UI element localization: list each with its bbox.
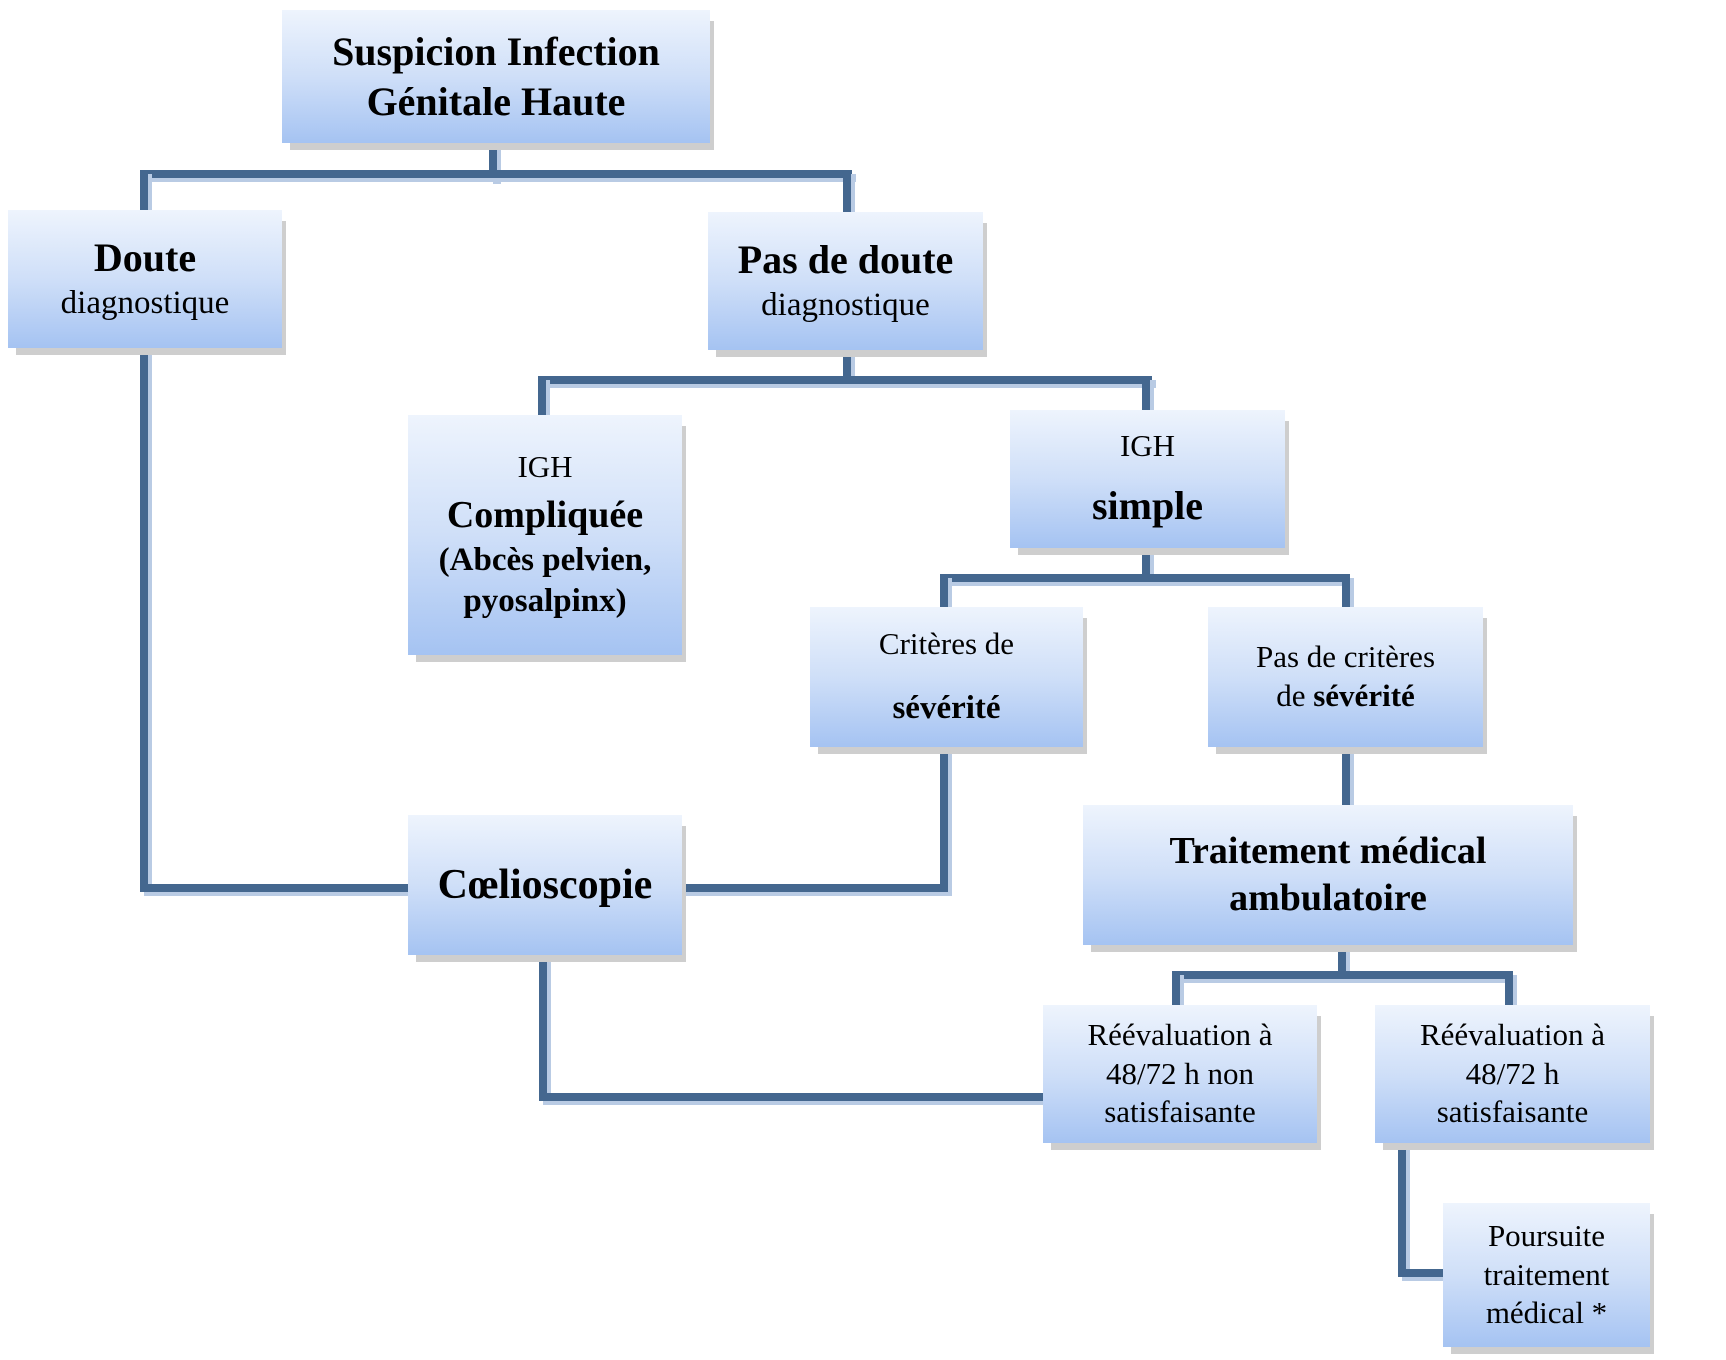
edge-doute-to-coelioscopie-horizontal [140, 884, 408, 892]
text-line: ambulatoire [1229, 877, 1427, 919]
text-line: de sévérité [1276, 677, 1415, 716]
node-igh-simple: IGH simple [1010, 410, 1285, 548]
text-line: pyosalpinx) [463, 583, 627, 620]
text-line: traitement [1483, 1256, 1610, 1292]
edge-drop-igh-compliquee [538, 376, 546, 419]
text-line: Poursuite [1487, 1217, 1606, 1253]
edge-drop-criteres [940, 574, 948, 611]
text-line: Génitale Haute [366, 78, 626, 124]
edge-root-stub [489, 143, 497, 180]
text-line: Pas de doute [737, 237, 954, 283]
edge-traitement-stub [1338, 943, 1346, 979]
text-line: 48/72 h non [1105, 1055, 1255, 1091]
node-igh-compliquee: IGH Compliquée (Abcès pelvien, pyosalpin… [408, 415, 682, 655]
edge-doute-to-coelioscopie-vertical [140, 346, 148, 892]
text-line: satisfaisante [1436, 1094, 1589, 1130]
edge-reeval-branch [1172, 971, 1513, 979]
text-line: Pas de critères [1255, 639, 1436, 675]
edge-coelioscopie-to-reeval-non [539, 1093, 1043, 1101]
edge-criteres-to-coelioscopie [940, 745, 948, 892]
text-line: Doute [93, 235, 197, 281]
node-pas-de-criteres-de-severite: Pas de critères de sévérité [1208, 607, 1483, 747]
text-line: Cœlioscopie [437, 861, 653, 908]
edge-pas-criteres-to-traitement [1342, 745, 1350, 809]
edge-top-branch [140, 170, 852, 178]
text-line: IGH [517, 448, 573, 484]
text-line: médical * [1485, 1295, 1608, 1331]
node-pas-de-doute-diagnostique: Pas de doute diagnostique [708, 212, 983, 350]
edge-severite-branch [940, 574, 1350, 582]
text-line: Compliquée [446, 494, 644, 537]
edge-drop-doute [140, 170, 148, 214]
edge-reeval-sat-stub [1398, 1141, 1406, 1277]
text-line: Suspicion Infection [332, 28, 660, 74]
text-line: Réévaluation à [1087, 1016, 1273, 1052]
node-coelioscopie: Cœlioscopie [408, 815, 682, 955]
node-suspicion-infection-genitale-haute: Suspicion Infection Génitale Haute [282, 10, 710, 143]
edge-coelioscopie-right-link [680, 884, 948, 892]
node-criteres-de-severite: Critères de sévérité [810, 607, 1083, 747]
edge-drop-reeval-non [1172, 971, 1180, 1009]
edge-drop-reeval-sat [1505, 971, 1513, 1009]
edge-coelioscopie-bottom-stub [539, 953, 547, 1101]
text-line: 48/72 h [1465, 1055, 1560, 1091]
node-reevaluation-48-72h-non-satisfaisante: Réévaluation à 48/72 h non satisfaisante [1043, 1005, 1317, 1143]
node-reevaluation-48-72h-satisfaisante: Réévaluation à 48/72 h satisfaisante [1375, 1005, 1650, 1143]
text-line: Traitement médical [1169, 829, 1487, 872]
edge-drop-pas-de-doute [843, 170, 851, 216]
text-line: Critères de [878, 626, 1015, 661]
text-line: diagnostique [761, 287, 930, 324]
text-line: sévérité [892, 689, 1001, 726]
node-traitement-medical-ambulatoire: Traitement médical ambulatoire [1083, 805, 1573, 945]
text-line: satisfaisante [1104, 1094, 1256, 1130]
edge-pas-de-doute-stub [843, 348, 851, 384]
text-line: (Abcès pelvien, [438, 541, 652, 578]
text-line: diagnostique [60, 285, 230, 322]
edge-drop-pas-criteres [1342, 574, 1350, 611]
text-line: IGH [1119, 427, 1176, 463]
edge-igh-simple-stub [1142, 546, 1150, 582]
node-poursuite-traitement-medical: Poursuite traitement médical * [1443, 1203, 1650, 1347]
edge-to-poursuite [1398, 1269, 1443, 1277]
node-doute-diagnostique: Doute diagnostique [8, 210, 282, 348]
text-line: simple [1091, 483, 1204, 529]
text-segment: de [1276, 678, 1314, 713]
text-segment-bold: sévérité [1313, 678, 1415, 713]
edge-igh-branch [538, 376, 1152, 384]
edge-drop-igh-simple [1142, 376, 1150, 414]
text-line: Réévaluation à [1419, 1016, 1606, 1052]
